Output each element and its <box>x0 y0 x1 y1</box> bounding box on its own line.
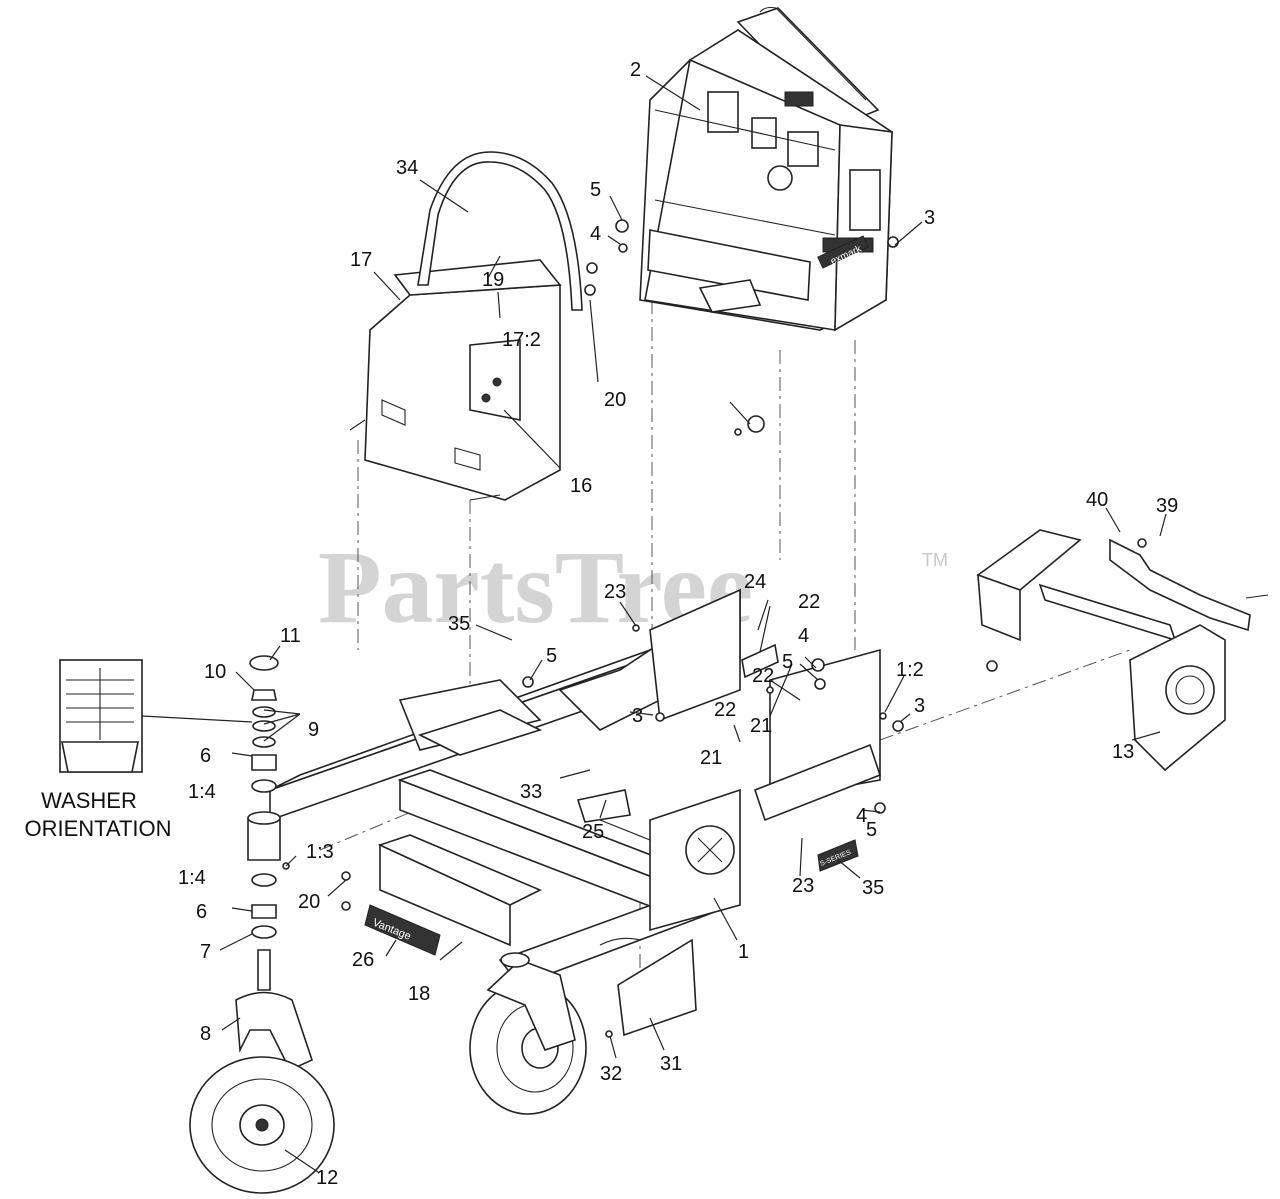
rear-mount-assembly <box>976 529 1269 772</box>
callout-10: 10 <box>204 661 226 683</box>
callout-22-mid: 22 <box>752 665 774 687</box>
callout-3-frame-center: 3 <box>632 705 643 727</box>
leader-lines <box>219 75 1167 1173</box>
control-console <box>639 6 893 332</box>
callout-18: 18 <box>408 983 430 1005</box>
callout-5-frame-center: 5 <box>782 651 793 673</box>
callout-1-4-lower: 1:4 <box>178 867 206 889</box>
callout-5-console: 5 <box>590 179 601 201</box>
callout-5-right: 5 <box>866 819 877 841</box>
callout-23-upper: 23 <box>604 581 626 603</box>
callout-24: 24 <box>744 571 766 593</box>
callout-31: 31 <box>660 1053 682 1075</box>
callout-34: 34 <box>396 157 418 179</box>
callout-20-frame: 20 <box>298 891 320 913</box>
hardware-fasteners <box>282 219 1147 1038</box>
callout-21-upper: 21 <box>750 715 772 737</box>
handle-bar <box>417 151 583 311</box>
callout-2: 2 <box>630 59 641 81</box>
callout-19: 19 <box>482 269 504 291</box>
callout-40: 40 <box>1086 489 1108 511</box>
callout-3-console: 3 <box>924 207 935 229</box>
callout-6-lower: 6 <box>196 901 207 923</box>
callout-1-4-upper: 1:4 <box>188 781 216 803</box>
callout-1: 1 <box>738 941 749 963</box>
callout-22-low: 22 <box>714 699 736 721</box>
callout-25: 25 <box>582 821 604 843</box>
main-frame <box>269 588 881 986</box>
callout-6-upper: 6 <box>200 745 211 767</box>
callout-26: 26 <box>352 949 374 971</box>
callout-11: 11 <box>280 625 301 647</box>
callout-labels: 1 2 3 3 3 3 4 4 4 5 5 5 5 6 6 7 8 9 10 1… <box>178 59 1178 1189</box>
caster-spindle-stack <box>235 655 313 1072</box>
alignment-lines <box>319 300 1131 1010</box>
inset-caption-line1: WASHER <box>41 788 137 813</box>
callout-12: 12 <box>316 1167 338 1189</box>
brand-decal: Vantage <box>364 904 441 956</box>
callout-35-upper: 35 <box>448 613 470 635</box>
callout-4-right: 4 <box>856 805 867 827</box>
callout-33: 33 <box>520 781 542 803</box>
front-caster-wheel <box>189 1056 335 1194</box>
callout-13: 13 <box>1112 741 1134 763</box>
washer-orientation-inset: WASHER ORIENTATION <box>24 659 253 841</box>
series-decal: S-SERIES <box>817 839 859 872</box>
hinge-plate <box>741 643 779 679</box>
callout-1-3: 1:3 <box>306 841 334 863</box>
callout-8: 8 <box>200 1023 211 1045</box>
callout-9: 9 <box>308 719 319 741</box>
inset-caption-line2: ORIENTATION <box>24 816 171 841</box>
callout-32: 32 <box>600 1063 622 1085</box>
rear-caster-wheel <box>469 952 587 1115</box>
callout-20-hood: 20 <box>604 389 626 411</box>
callout-4-frame: 4 <box>798 625 809 647</box>
callout-7: 7 <box>200 941 211 963</box>
callout-1-2: 1:2 <box>896 659 924 681</box>
callout-17: 17 <box>350 249 372 271</box>
callout-4-console: 4 <box>590 223 601 245</box>
watermark-trademark: TM <box>922 550 948 570</box>
callout-17-2: 17:2 <box>502 329 541 351</box>
callout-5-frame-left: 5 <box>546 645 557 667</box>
callout-3-frame-right: 3 <box>914 695 925 717</box>
callout-23-lower: 23 <box>792 875 814 897</box>
callout-39: 39 <box>1156 495 1178 517</box>
callout-22-top: 22 <box>798 591 820 613</box>
callout-35-lower: 35 <box>862 877 884 899</box>
rear-hood <box>349 259 562 501</box>
callout-21-lower: 21 <box>700 747 722 769</box>
callout-16: 16 <box>570 475 592 497</box>
access-cover <box>617 938 697 1037</box>
